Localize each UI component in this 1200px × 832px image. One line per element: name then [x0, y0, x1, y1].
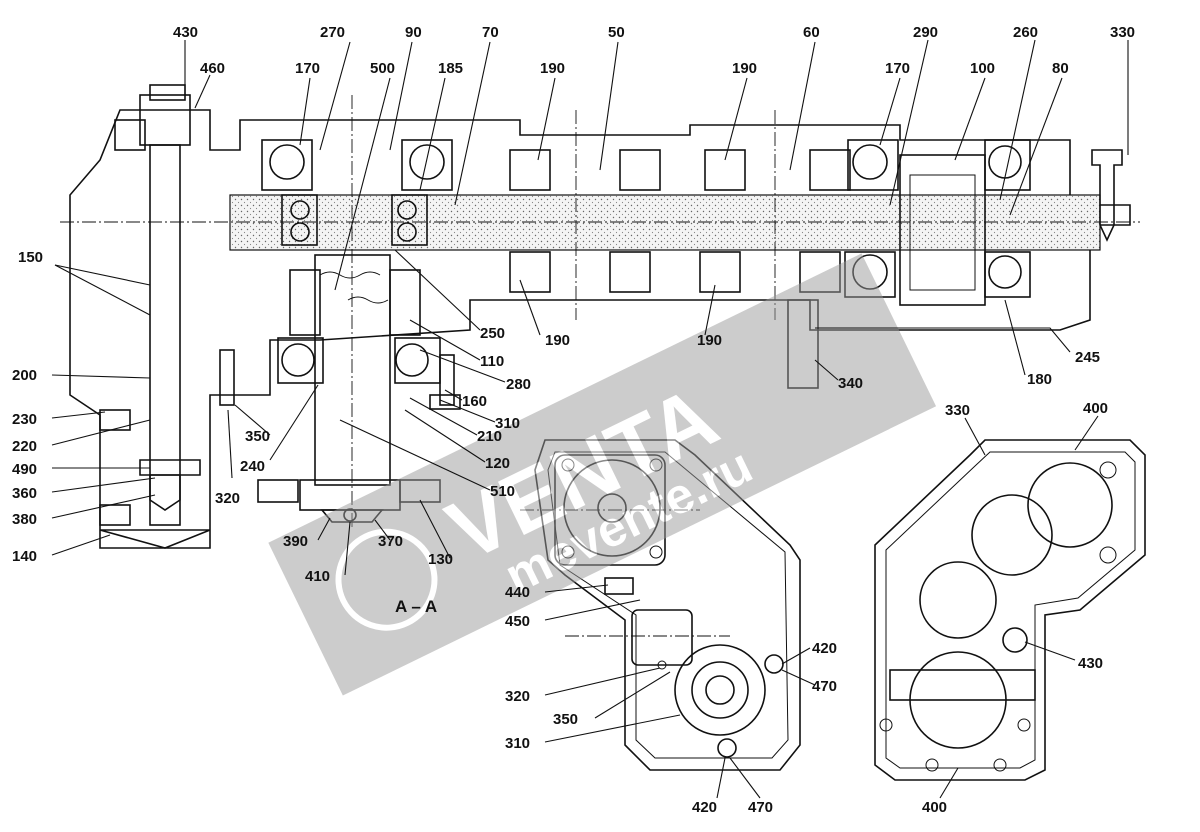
label-240: 240: [240, 458, 265, 475]
label-160: 160: [462, 393, 487, 410]
label-60: 60: [803, 24, 820, 41]
label-200: 200: [12, 367, 37, 384]
label-340: 340: [838, 375, 863, 392]
label-100: 100: [970, 60, 995, 77]
label-270: 270: [320, 24, 345, 41]
label-150: 150: [18, 249, 43, 266]
label-350-front: 350: [553, 711, 578, 728]
label-170-left: 170: [295, 60, 320, 77]
label-430: 430: [173, 24, 198, 41]
label-460: 460: [200, 60, 225, 77]
label-310-front: 310: [505, 735, 530, 752]
label-190-d: 190: [697, 332, 722, 349]
rear-view: [874, 439, 1146, 781]
label-320-top: 320: [215, 490, 240, 507]
bearing-group: [261, 139, 1031, 384]
label-320-front: 320: [505, 688, 530, 705]
label-280: 280: [506, 376, 531, 393]
label-120: 120: [485, 455, 510, 472]
label-210: 210: [477, 428, 502, 445]
label-110: 110: [480, 353, 504, 370]
label-470-right: 470: [812, 678, 837, 695]
label-190-c: 190: [545, 332, 570, 349]
label-420-bottom: 420: [692, 799, 717, 816]
label-250: 250: [480, 325, 505, 342]
section-view-a-a: [60, 84, 1140, 549]
label-190-b: 190: [732, 60, 757, 77]
label-170-right: 170: [885, 60, 910, 77]
label-350-top: 350: [245, 428, 270, 445]
label-260: 260: [1013, 24, 1038, 41]
label-380: 380: [12, 511, 37, 528]
label-440: 440: [505, 584, 530, 601]
label-450: 450: [505, 613, 530, 630]
label-410: 410: [305, 568, 330, 585]
label-50: 50: [608, 24, 625, 41]
label-230: 230: [12, 411, 37, 428]
label-290: 290: [913, 24, 938, 41]
label-310-top: 310: [495, 415, 520, 432]
label-70: 70: [482, 24, 499, 41]
label-360: 360: [12, 485, 37, 502]
label-400-top: 400: [1083, 400, 1108, 417]
label-490: 490: [12, 461, 37, 478]
label-500: 500: [370, 60, 395, 77]
watermark: VENTA mevente.ru: [268, 253, 937, 696]
label-220: 220: [12, 438, 37, 455]
label-510: 510: [490, 483, 515, 500]
label-390: 390: [283, 533, 308, 550]
label-400-bottom: 400: [922, 799, 947, 816]
label-245: 245: [1075, 349, 1100, 366]
label-140: 140: [12, 548, 37, 565]
label-190-a: 190: [540, 60, 565, 77]
label-90: 90: [405, 24, 422, 41]
label-330-rear: 330: [945, 402, 970, 419]
section-label: A – A: [395, 597, 437, 616]
label-330-top: 330: [1110, 24, 1135, 41]
label-370: 370: [378, 533, 403, 550]
label-185: 185: [438, 60, 463, 77]
part-labels: 430 460 270 90 70 50 60 290 330 170 500 …: [12, 24, 1135, 816]
label-420-right: 420: [812, 640, 837, 657]
label-80: 80: [1052, 60, 1069, 77]
label-130: 130: [428, 551, 453, 568]
label-470-bottom: 470: [748, 799, 773, 816]
leader-lines: [51, 39, 1129, 799]
label-430-rear: 430: [1078, 655, 1103, 672]
label-180: 180: [1027, 371, 1052, 388]
